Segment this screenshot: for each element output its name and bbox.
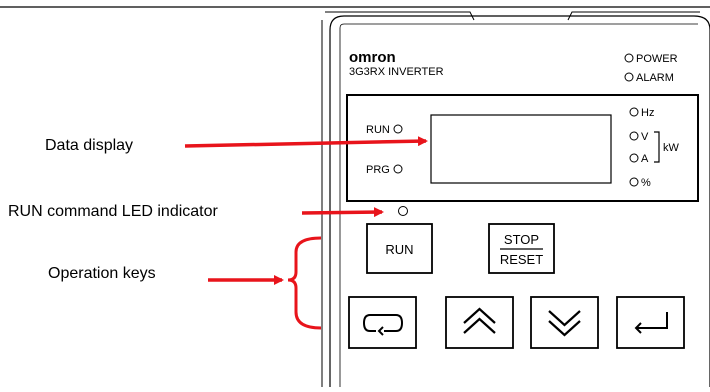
power-led-icon [624,53,634,63]
data-display-callout: Data display [45,137,134,154]
run-key-label: RUN [385,242,413,257]
percent-led-icon [629,177,639,187]
reset-key-label: RESET [500,252,543,267]
amp-led-icon [629,153,639,163]
data-display-arrow [184,136,428,148]
operation-keys-bracket [287,236,322,330]
operation-keys-callout: Operation keys [48,265,156,282]
display-frame [346,94,699,202]
stop-reset-key[interactable] [488,223,555,274]
run-mode-label: RUN [366,124,390,136]
power-led-label: POWER [636,53,678,65]
data-display-screen [430,114,612,184]
prg-mode-label: PRG [366,164,390,176]
brand-logo: omron [349,49,396,66]
stop-key-label: STOP [504,232,539,247]
amp-label: A [641,153,649,165]
enter-return-icon [634,312,668,334]
double-chevron-up-icon [463,307,496,334]
run-mode-led-icon [393,124,403,134]
volt-led-icon [629,131,639,141]
alarm-led-icon [624,72,634,82]
run-key[interactable] [366,223,433,274]
model-label: 3G3RX INVERTER [349,66,444,78]
alarm-led-label: ALARM [636,72,674,84]
run-led-arrow [301,207,384,218]
down-key[interactable] [530,296,599,349]
enter-key[interactable] [616,296,685,349]
run-command-led-icon [398,206,408,216]
double-chevron-down-icon [548,310,581,337]
up-key[interactable] [445,296,514,349]
hz-led-icon [629,107,639,117]
run-led-callout: RUN command LED indicator [8,203,218,220]
kw-bracket [654,131,660,163]
kw-label: kW [663,142,680,154]
percent-label: % [641,177,651,189]
prg-mode-led-icon [393,164,403,174]
mode-key[interactable] [348,296,417,349]
cycle-icon [362,314,404,336]
operator-panel [321,11,710,387]
volt-label: V [641,131,649,143]
hz-label: Hz [641,107,654,119]
